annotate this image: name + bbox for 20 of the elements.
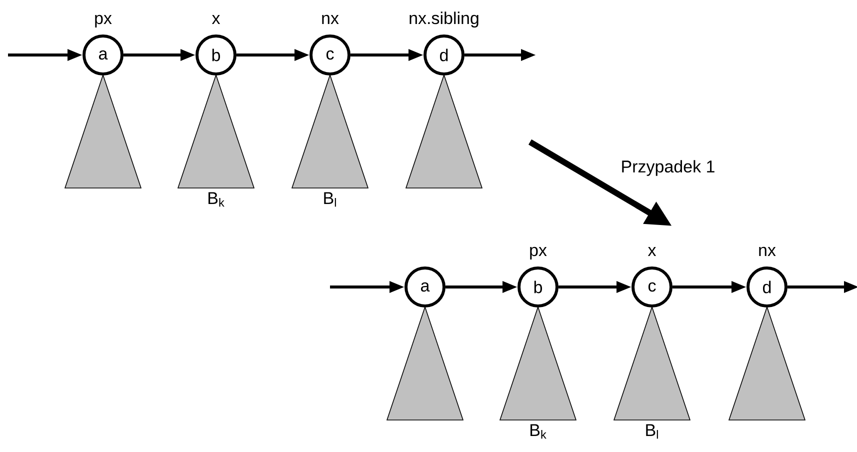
node-label: nx <box>322 14 339 24</box>
circle-node: b <box>196 34 236 76</box>
node-label: nx.sibling <box>410 12 478 28</box>
node-label: px <box>530 246 547 260</box>
node-label: x <box>648 247 656 256</box>
circle-node: d <box>424 34 464 76</box>
node-label: B$_{l}$ <box>324 192 336 207</box>
node-label: nx <box>759 246 776 256</box>
node-label: B$_{k}$ <box>208 192 224 207</box>
circle-node: d <box>746 266 788 308</box>
circle-node: b <box>518 266 558 308</box>
circle-node: a <box>82 34 124 76</box>
node-label: B$_{k}$ <box>530 424 546 439</box>
circle-node: c <box>632 266 672 308</box>
circle-node: c <box>310 34 350 76</box>
circle-node: a <box>404 266 446 308</box>
text-label: Przypadek 1 <box>622 160 714 176</box>
node-label: x <box>212 15 220 24</box>
node-label: B$_{l}$ <box>646 424 658 439</box>
node-label: px <box>95 14 112 28</box>
